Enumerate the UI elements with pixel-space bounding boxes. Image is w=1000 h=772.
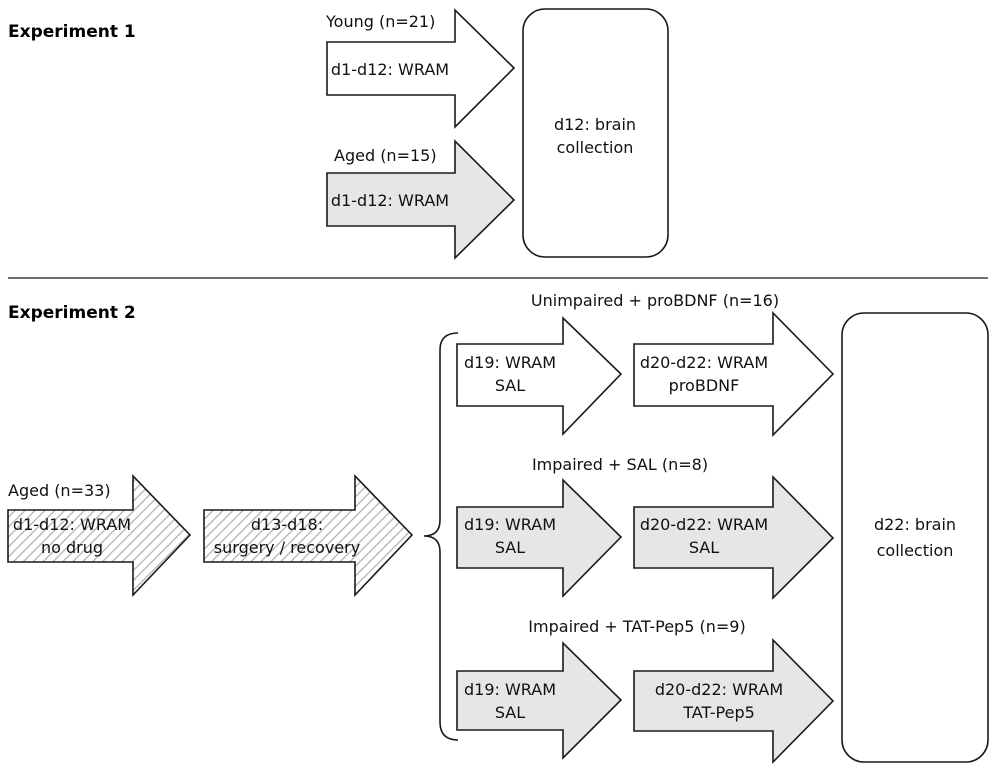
group3-d20-line2: TAT-Pep5	[682, 703, 755, 722]
wram-no-drug-arrow	[7, 474, 192, 598]
young-group-label: Young (n=21)	[325, 12, 435, 31]
exp2-endpoint-line2: collection	[877, 541, 954, 560]
group1-d20-arrow	[633, 311, 835, 437]
surgery-recovery-arrow	[203, 474, 414, 598]
group1-label: Unimpaired + proBDNF (n=16)	[531, 291, 779, 310]
aged-wram-arrow	[326, 139, 516, 260]
step1-line2: no drug	[41, 538, 103, 557]
group1-d19-line1: d19: WRAM	[464, 353, 556, 372]
group1-d19-arrow	[456, 316, 623, 436]
brain-collection-box-exp2	[841, 312, 989, 763]
group3-d19-line1: d19: WRAM	[464, 680, 556, 699]
brain-collection-box-exp1	[522, 8, 669, 258]
exp1-endpoint-line1: d12: brain	[554, 115, 636, 134]
step2-line2: surgery / recovery	[214, 538, 360, 557]
young-wram-arrow	[326, 8, 516, 129]
group2-d19-arrow	[456, 478, 623, 598]
group3-d20-arrow	[633, 638, 835, 764]
step2-line1: d13-d18:	[251, 515, 323, 534]
group2-label: Impaired + SAL (n=8)	[532, 455, 708, 474]
young-wram-text: d1-d12: WRAM	[331, 60, 449, 79]
group1-d20-line1: d20-d22: WRAM	[640, 353, 768, 372]
group2-d20-line1: d20-d22: WRAM	[640, 515, 768, 534]
group3-label: Impaired + TAT-Pep5 (n=9)	[528, 617, 745, 636]
experiment2-title: Experiment 2	[8, 303, 136, 323]
group3-d20-line1: d20-d22: WRAM	[655, 680, 783, 699]
group2-d20-line2: SAL	[689, 538, 719, 557]
group-brace	[423, 332, 459, 741]
group2-d19-line1: d19: WRAM	[464, 515, 556, 534]
aged-group-label: Aged (n=15)	[334, 146, 437, 165]
aged-wram-text: d1-d12: WRAM	[331, 191, 449, 210]
exp1-endpoint-line2: collection	[557, 138, 634, 157]
group3-d19-arrow	[456, 641, 623, 760]
group1-d20-line2: proBDNF	[669, 376, 740, 395]
step1-line1: d1-d12: WRAM	[13, 515, 131, 534]
group3-d19-line2: SAL	[495, 703, 525, 722]
exp2-endpoint-line1: d22: brain	[874, 515, 956, 534]
group2-d20-arrow	[633, 475, 835, 600]
experiment1-title: Experiment 1	[8, 22, 136, 42]
group2-d19-line2: SAL	[495, 538, 525, 557]
aged-n33-label: Aged (n=33)	[8, 481, 111, 500]
group1-d19-line2: SAL	[495, 376, 525, 395]
